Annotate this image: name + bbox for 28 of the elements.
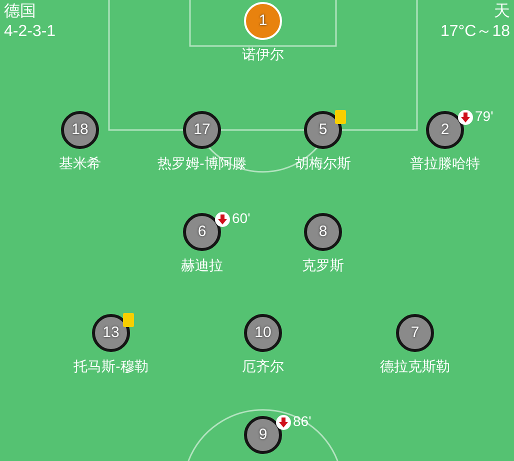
player-marker: 6 [183, 213, 221, 251]
player-marker: 7 [396, 314, 434, 352]
substitution-minute: 86' [293, 413, 312, 430]
player-name: 基米希 [59, 155, 101, 172]
substitution-minute: 79' [475, 108, 494, 125]
player-marker: 18 [61, 111, 99, 149]
temperature-text: 17°C～18 [440, 22, 510, 41]
player-name: 德拉克斯勒 [380, 358, 450, 375]
player-marker: 9 [244, 416, 282, 454]
player-marker: 17 [183, 111, 221, 149]
team-name: 德国 [4, 2, 36, 21]
player-marker: 5 [304, 111, 342, 149]
player-marker: 2 [426, 111, 464, 149]
player-marker: 10 [244, 314, 282, 352]
substitution-minute: 60' [232, 210, 250, 227]
player-name: 托马斯-穆勒 [74, 358, 148, 375]
goalkeeper-marker: 1 [244, 2, 282, 40]
player-name: 普拉滕哈特 [410, 155, 480, 172]
player-name: 胡梅尔斯 [295, 155, 351, 172]
formation-text: 4-2-3-1 [4, 22, 56, 41]
player-name: 克罗斯 [302, 257, 344, 274]
player-name: 诺伊尔 [242, 46, 284, 63]
player-name: 热罗姆-博阿滕 [158, 155, 246, 172]
player-name: 赫迪拉 [181, 257, 223, 274]
weather-text: 天 [494, 2, 510, 21]
player-marker: 8 [304, 213, 342, 251]
player-marker: 13 [92, 314, 130, 352]
player-name: 厄齐尔 [242, 358, 284, 375]
